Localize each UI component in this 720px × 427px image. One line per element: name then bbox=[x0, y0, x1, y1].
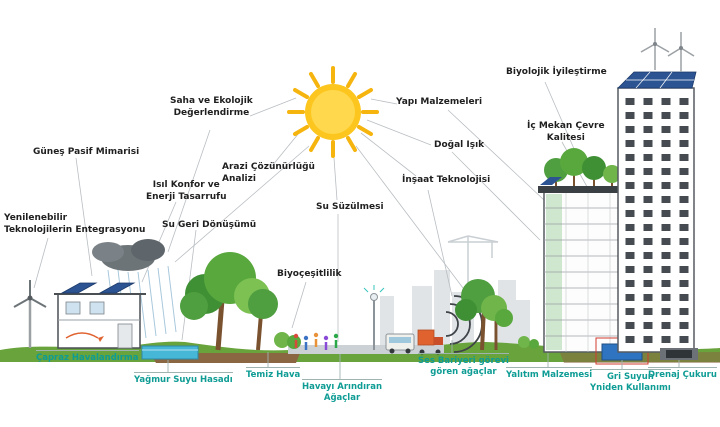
rainwater-basin-icon bbox=[141, 345, 199, 360]
label-connector-lines bbox=[167, 340, 680, 379]
label-yenilenebilir-teknolojiler: Yenilenebilir Teknolojilerin Entegrasyon… bbox=[4, 213, 146, 235]
label-su-geri-donusumu: Su Geri Dönüşümü bbox=[162, 220, 257, 230]
leader-lines bbox=[33, 81, 591, 342]
label-biyolojik-iyilestirme: Biyolojik İyileştirme bbox=[506, 67, 607, 77]
sun-icon bbox=[287, 66, 379, 158]
trees-left-illustration bbox=[180, 252, 301, 351]
label-yagmur-suyu-hasadi: Yağmur Suyu Hasadı bbox=[134, 372, 233, 386]
label-su-suzulmesi: Su Süzülmesi bbox=[316, 202, 384, 212]
people-illustration bbox=[293, 332, 339, 350]
drainage-pit-icon bbox=[660, 348, 698, 360]
label-yapi-malzemeleri: Yapı Malzemeleri bbox=[396, 97, 483, 107]
label-gunes-pasif-mimarisi: Güneş Pasif Mimarisi bbox=[33, 147, 140, 157]
label-isil-konfor: Isıl Konfor ve Enerji Tasarrufu bbox=[146, 180, 227, 202]
label-havayi-arindiran-agaclar: Havayı Arındıran Ağaçlar bbox=[302, 379, 382, 404]
label-ses-bariyeri: Ses Bariyeri görevi gören ağaçlar bbox=[418, 353, 509, 378]
label-yalitim-malzemesi: Yalıtım Malzemesi bbox=[506, 367, 593, 381]
wind-turbine-left-icon bbox=[13, 280, 47, 348]
label-ic-mekan-cevre-kalitesi: İç Mekan Çevre Kalitesi bbox=[527, 121, 605, 143]
label-insaat-teknolojisi: İnşaat Teknolojisi bbox=[402, 175, 491, 185]
rain-cloud-icon bbox=[92, 239, 177, 339]
label-saha-ekolojik: Saha ve Ekolojik Değerlendirme bbox=[170, 96, 253, 118]
label-temiz-hava: Temiz Hava bbox=[246, 367, 301, 381]
trees-right-illustration bbox=[455, 279, 539, 351]
label-biyocesitlilik: Biyoçeşitlilik bbox=[277, 269, 342, 279]
label-drenaj-cukuru: Drenaj Çukuru bbox=[648, 367, 717, 381]
street-lamp-icon bbox=[363, 285, 385, 350]
label-arazi-cozunurlugu: Arazi Çözünürlüğü Analizi bbox=[222, 162, 315, 184]
passive-house-illustration bbox=[54, 282, 146, 349]
truck-icon bbox=[417, 329, 443, 355]
label-gri-suyun-kullanimi: Gri Suyun Yniden Kullanımı bbox=[590, 369, 671, 394]
label-dogal-isik: Doğal Işık bbox=[434, 140, 485, 150]
wind-turbines-right-icon bbox=[640, 28, 695, 72]
tall-building-illustration bbox=[617, 71, 697, 353]
bus-icon bbox=[385, 333, 415, 354]
label-capraz-havalandirma: Çapraz Havalandırma bbox=[36, 350, 139, 364]
